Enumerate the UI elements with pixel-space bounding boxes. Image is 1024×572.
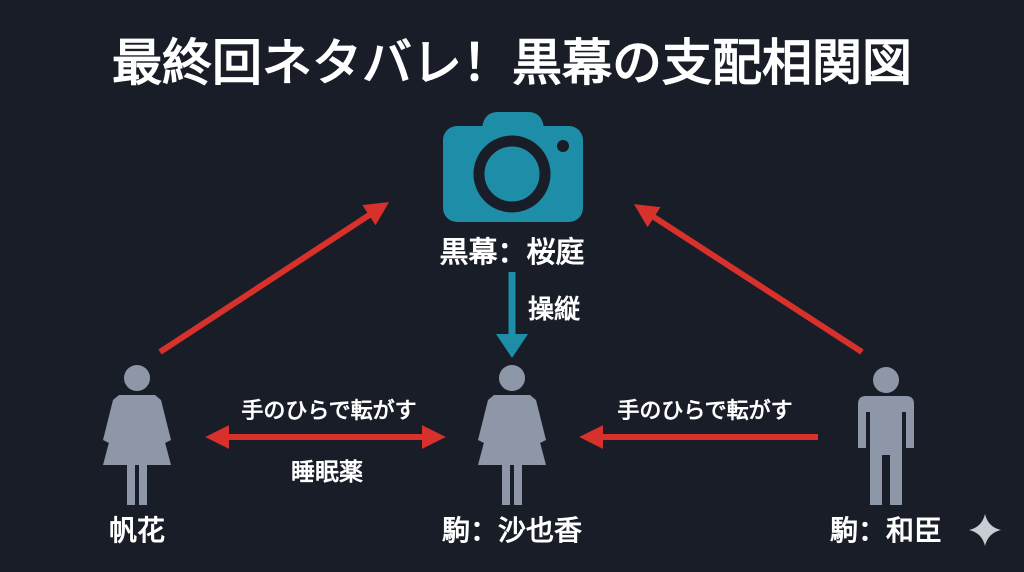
edge-label-right-top: 手のひらで転がす <box>617 398 792 424</box>
manipulate-arrow <box>496 272 528 358</box>
arrow-left-to-mastermind <box>158 202 390 355</box>
mastermind-label: 黒幕：桜庭 <box>439 235 584 269</box>
camera-icon <box>443 112 583 222</box>
right-person-label: 駒：和臣 <box>830 514 942 547</box>
woman-icon <box>478 365 546 505</box>
page-title: 最終回ネタバレ！黒幕の支配相関図 <box>112 34 912 92</box>
manipulate-label: 操縦 <box>528 295 581 325</box>
edge-label-left-bottom: 睡眠薬 <box>291 458 363 486</box>
man-icon <box>858 367 914 505</box>
woman-icon <box>103 365 171 505</box>
left-person-label: 帆花 <box>109 514 165 547</box>
sparkle-icon <box>969 514 1001 546</box>
center-person-label: 駒：沙也香 <box>442 514 582 547</box>
edge-label-left-top: 手のひらで転がす <box>241 398 416 424</box>
arrow-right-to-mastermind <box>633 204 864 355</box>
